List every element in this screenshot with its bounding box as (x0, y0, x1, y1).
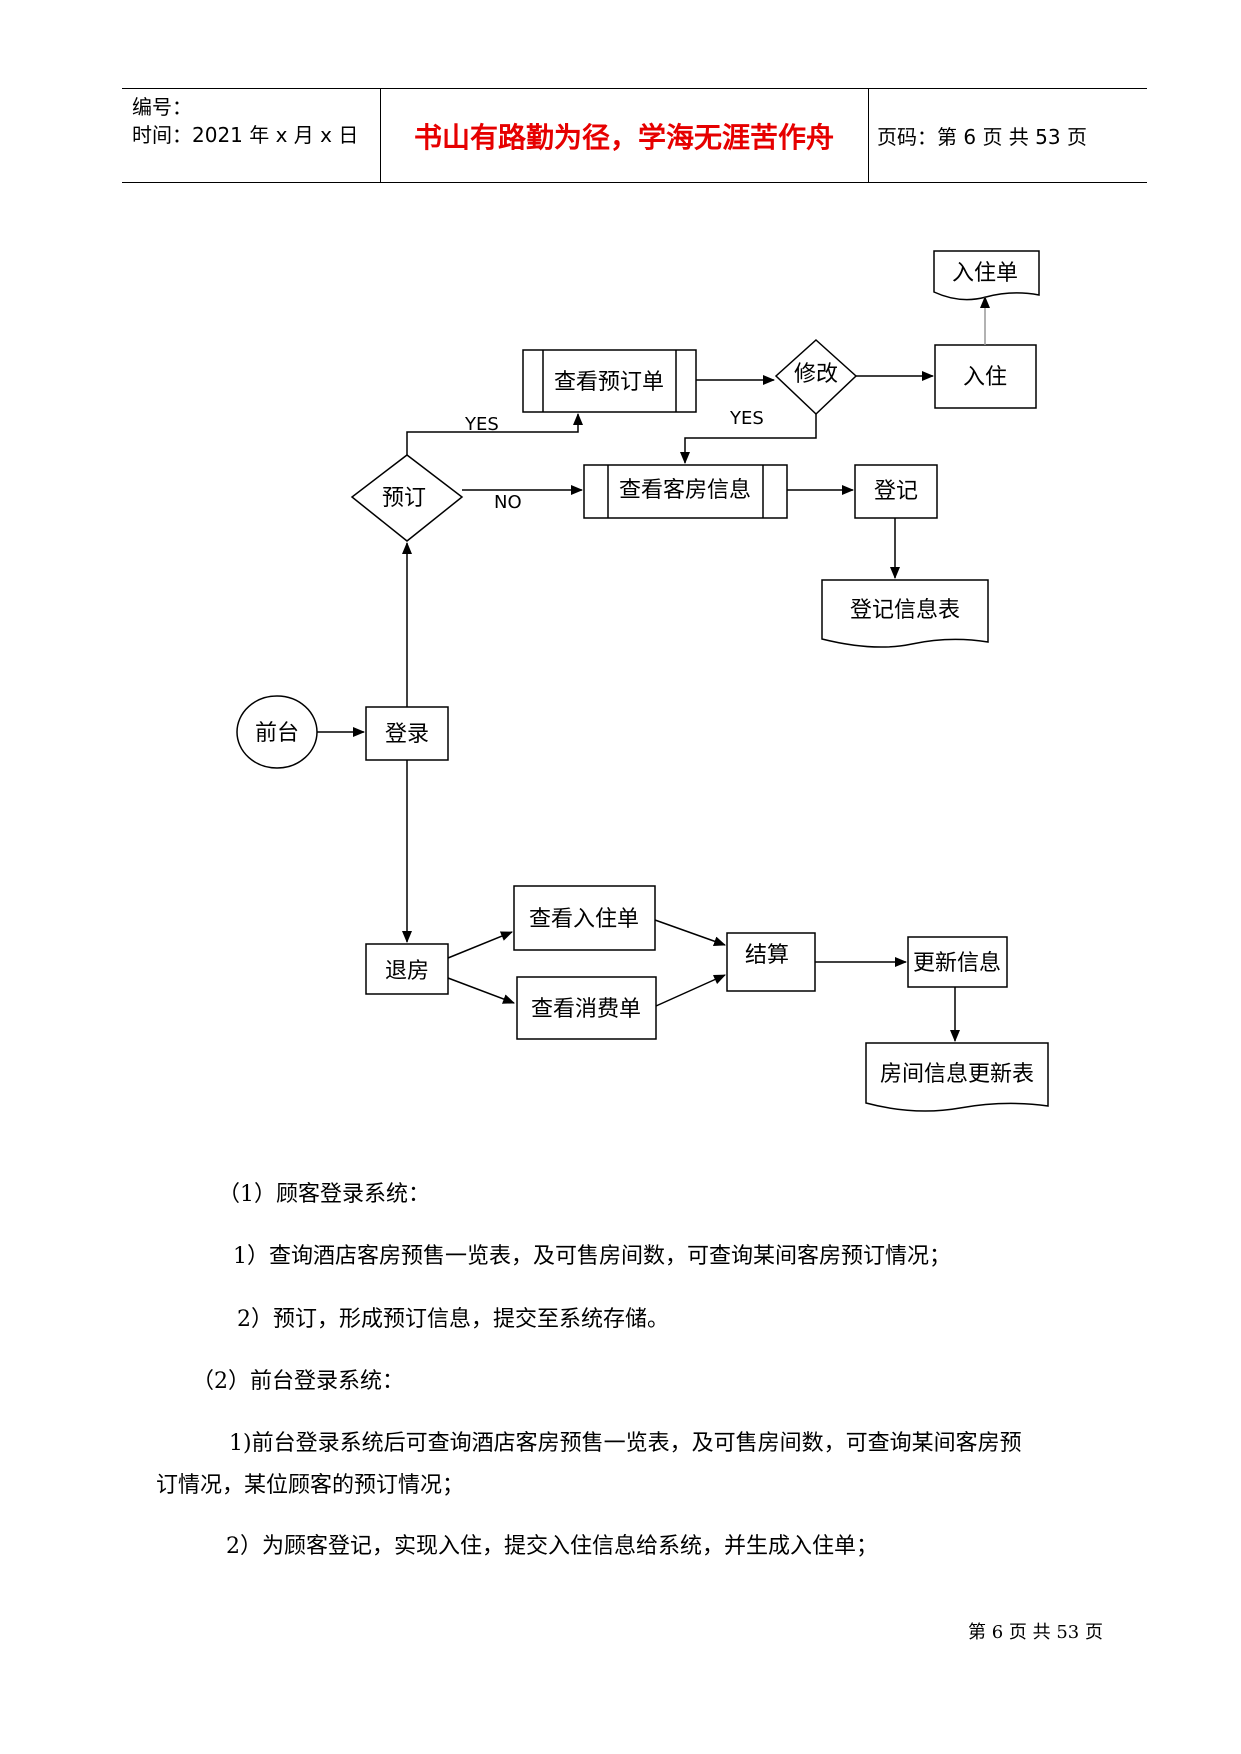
arrow-checkout-to-checkin-form (447, 931, 513, 959)
paragraph-1: （1）顾客登录系统： (218, 1182, 430, 1207)
arrow-checkout-to-bill (447, 977, 515, 1004)
arrow-modify-yes (680, 414, 817, 464)
node-label-register-table: 登记信息表 (850, 598, 960, 623)
edge-label-no: NO (494, 492, 522, 513)
header-time-label: 时间：2021 年 x 月 x 日 (132, 123, 359, 147)
node-label-register: 登记 (874, 479, 918, 504)
update-info-box (907, 936, 1008, 988)
node-label-yuding: 预订 (382, 486, 426, 511)
page-footer: 第 6 页 共 53 页 (968, 1622, 1103, 1643)
edge-label-yes-modify: YES (729, 408, 764, 429)
paragraph-4: （2）前台登录系统： (192, 1369, 404, 1394)
paragraph-5b: 订情况，某位顾客的预订情况； (156, 1473, 465, 1498)
node-label-view-checkin-form: 查看入住单 (529, 907, 639, 932)
node-label-qiantai: 前台 (255, 721, 299, 746)
paragraph-6: 2）为顾客登记，实现入住，提交入住信息给系统，并生成入住单； (226, 1534, 878, 1559)
node-label-room-update-table: 房间信息更新表 (880, 1062, 1034, 1087)
header-divider (868, 89, 869, 182)
header-meta: 编号： 时间：2021 年 x 月 x 日 (132, 93, 358, 149)
node-label-checkout: 退房 (385, 959, 429, 984)
node-label-checkin-form: 入住单 (952, 261, 1018, 286)
booking-decision-shape (350, 454, 464, 542)
view-bill-box (516, 976, 657, 1040)
paragraph-5a: 1)前台登录系统后可查询酒店客房预售一览表，及可售房间数，可查询某间客房预 (229, 1431, 1022, 1456)
node-label-view-room: 查看客房信息 (619, 478, 751, 503)
node-label-view-bill: 查看消费单 (531, 997, 641, 1022)
header-divider (380, 89, 381, 182)
flowchart-diagram: 前台 登录 预订 查看预订单 修改 入住 入住单 查看客房信息 登记 登记信息表… (236, 250, 1049, 1112)
node-label-checkin: 入住 (963, 365, 1007, 390)
edge-label-yes-booking: YES (464, 414, 499, 435)
node-label-settle: 结算 (745, 943, 789, 968)
header-motto: 书山有路勤为径，学海无涯苦作舟 (413, 120, 834, 154)
node-label-view-booking: 查看预订单 (554, 370, 664, 395)
view-room-info-box (583, 464, 788, 519)
register-box (854, 464, 938, 519)
checkout-box (365, 943, 449, 995)
view-booking-box (522, 349, 697, 413)
node-label-denglu: 登录 (385, 722, 429, 747)
arrow-bill-to-settle (655, 974, 726, 1007)
register-table-doc (821, 579, 989, 648)
header-page-label: 页码：第 6 页 共 53 页 (877, 125, 1087, 149)
paragraph-3: 2）预订，形成预订信息，提交至系统存储。 (237, 1307, 669, 1332)
node-label-update: 更新信息 (913, 951, 1001, 976)
header-number-label: 编号： (132, 95, 192, 119)
node-label-modify: 修改 (794, 362, 838, 387)
paragraph-2: 1）查询酒店客房预售一览表，及可售房间数，可查询某间客房预订情况； (233, 1244, 951, 1269)
view-checkin-form-box (513, 885, 656, 951)
arrow-checkin-form-to-settle (654, 919, 726, 947)
room-update-table-doc (865, 1042, 1049, 1112)
page-header: 编号： 时间：2021 年 x 月 x 日 书山有路勤为径，学海无涯苦作舟 页码… (122, 88, 1147, 183)
arrow-booking-yes (406, 413, 583, 455)
